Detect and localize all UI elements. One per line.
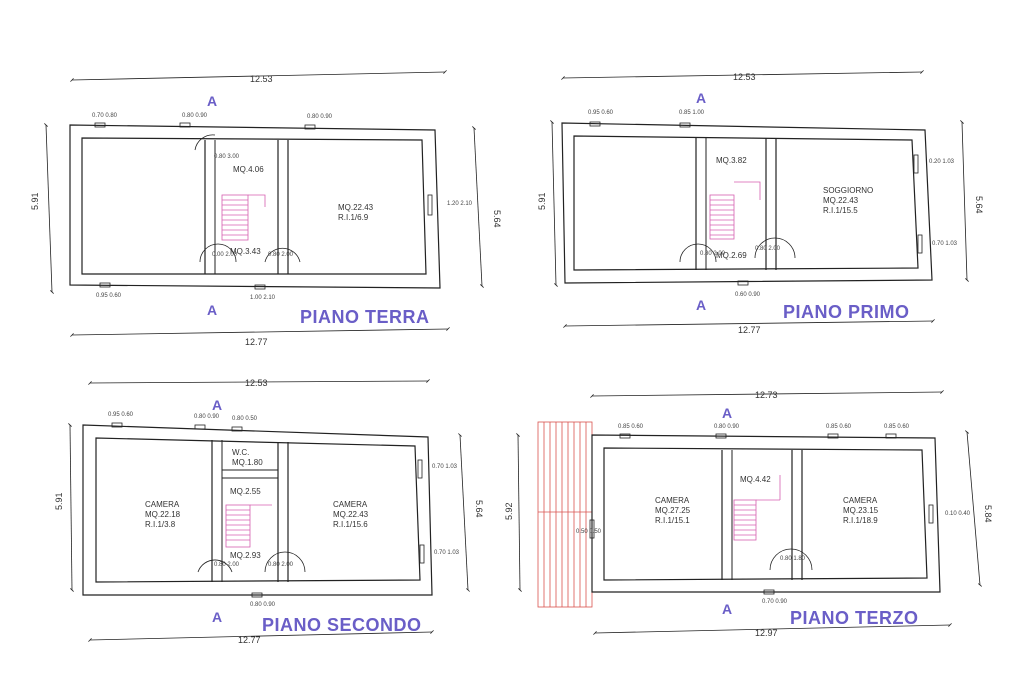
dim-left: 5.91 [54, 492, 64, 510]
opening-label: 0.85 0.60 [826, 424, 852, 430]
section-marker: A [696, 90, 706, 106]
plan-primo: 12.53 12.77 5.91 5.64 MQ.3.82 SOGGIORNO … [537, 70, 984, 335]
opening-label: 0.80 0.50 [232, 416, 258, 422]
room-label: MQ.1.80 [232, 458, 263, 467]
plan-secondo: 12.53 12.77 5.91 5.64 W.C. MQ.1.80 C [54, 378, 484, 645]
section-marker: A [207, 93, 217, 109]
opening-label: 0.80 0.90 [250, 602, 276, 608]
room-label: MQ.22.43 [823, 196, 859, 205]
section-marker: A [722, 405, 732, 421]
opening-label: 0.80 0.90 [714, 424, 740, 430]
opening-label: 0.80 2.00 [755, 246, 781, 252]
plan-title-primo: PIANO PRIMO [783, 302, 910, 322]
opening-label: 1.00 2.10 [250, 295, 276, 301]
opening-label: 0.70 1.03 [434, 550, 460, 556]
plan-title-secondo: PIANO SECONDO [262, 615, 422, 635]
room-label: MQ.23.15 [843, 506, 879, 515]
dim-bottom: 12.77 [238, 635, 261, 645]
opening-label: 0.10 0.40 [945, 511, 971, 517]
dim-top: 12.53 [245, 378, 268, 388]
room-label: MQ.3.43 [230, 247, 261, 256]
dim-bottom: 12.77 [738, 325, 761, 335]
plan-title-terra: PIANO TERRA [300, 307, 430, 327]
dim-bottom: 12.77 [245, 337, 268, 347]
opening-label: 0.70 0.80 [92, 113, 118, 119]
opening-label: 0.80 0.90 [182, 113, 208, 119]
dim-right: 5.64 [474, 500, 484, 518]
room-label: W.C. [232, 448, 249, 457]
room-label: MQ.22.18 [145, 510, 181, 519]
opening-label: 0.60 0.90 [735, 292, 761, 298]
dim-top: 12.73 [755, 390, 778, 400]
opening-label: 1.20 2.10 [447, 201, 473, 207]
room-label: R.I.1/15.6 [333, 520, 368, 529]
opening-label: 0.85 1.00 [679, 110, 705, 116]
dim-right: 5.64 [974, 196, 984, 214]
section-marker: A [696, 297, 706, 313]
opening-label: 0.85 0.60 [884, 424, 910, 430]
room-label: CAMERA [655, 496, 690, 505]
opening-label: 0.80 2.00 [268, 562, 294, 568]
opening-label: 0.20 1.03 [929, 159, 955, 165]
section-marker: A [212, 397, 222, 413]
room-label: SOGGIORNO [823, 186, 873, 195]
opening-label: 0.80 3.00 [214, 154, 240, 160]
dim-left: 5.92 [504, 502, 514, 520]
opening-label: 0.50 0.50 [576, 529, 602, 535]
opening-label: 0.80 1.80 [780, 556, 806, 562]
opening-label: 0.80 2.00 [268, 252, 294, 258]
section-marker: A [722, 601, 732, 617]
dim-left: 5.91 [30, 192, 40, 210]
room-label: CAMERA [145, 500, 180, 509]
room-label: MQ.4.06 [233, 165, 264, 174]
section-marker: A [207, 302, 217, 318]
plan-title-terzo: PIANO TERZO [790, 608, 919, 628]
room-label: MQ.2.93 [230, 551, 261, 560]
room-label: CAMERA [843, 496, 878, 505]
dim-left: 5.91 [537, 192, 547, 210]
opening-label: 0.80 2.00 [700, 251, 726, 257]
room-label: R.I.1/15.1 [655, 516, 690, 525]
room-label: R.I.1/6.9 [338, 213, 369, 222]
opening-label: 0.70 1.03 [932, 241, 958, 247]
opening-label: 0.95 0.60 [108, 412, 134, 418]
opening-label: 0.80 2.00 [214, 562, 240, 568]
dim-right: 5.84 [983, 505, 993, 523]
section-marker: A [212, 609, 222, 625]
room-label: MQ.22.43 [338, 203, 374, 212]
dim-top: 12.53 [733, 72, 756, 82]
opening-label: 0.95 0.60 [96, 293, 122, 299]
room-label: MQ.27.25 [655, 506, 691, 515]
opening-label: 0.00 2.00 [212, 252, 238, 258]
room-label: MQ.3.82 [716, 156, 747, 165]
room-label: CAMERA [333, 500, 368, 509]
room-label: MQ.4.42 [740, 475, 771, 484]
plan-terra: 12.53 12.77 5.91 5.64 [30, 70, 502, 347]
opening-label: 0.80 0.90 [307, 114, 333, 120]
room-label: MQ.2.55 [230, 487, 261, 496]
room-label: R.I.1/15.5 [823, 206, 858, 215]
room-label: R.I.1/18.9 [843, 516, 878, 525]
room-label: R.I.1/3.8 [145, 520, 176, 529]
opening-label: 0.85 0.60 [618, 424, 644, 430]
room-label: MQ.2.69 [716, 251, 747, 260]
dim-bottom: 12.97 [755, 628, 778, 638]
opening-label: 0.70 0.90 [762, 599, 788, 605]
opening-label: 0.70 1.03 [432, 464, 458, 470]
dim-right: 5.64 [492, 210, 502, 228]
opening-label: 0.80 0.90 [194, 414, 220, 420]
plan-terzo: 12.73 12.97 5.92 5.84 [504, 390, 993, 638]
dim-top: 12.53 [250, 74, 273, 84]
opening-label: 0.95 0.60 [588, 110, 614, 116]
room-label: MQ.22.43 [333, 510, 369, 519]
